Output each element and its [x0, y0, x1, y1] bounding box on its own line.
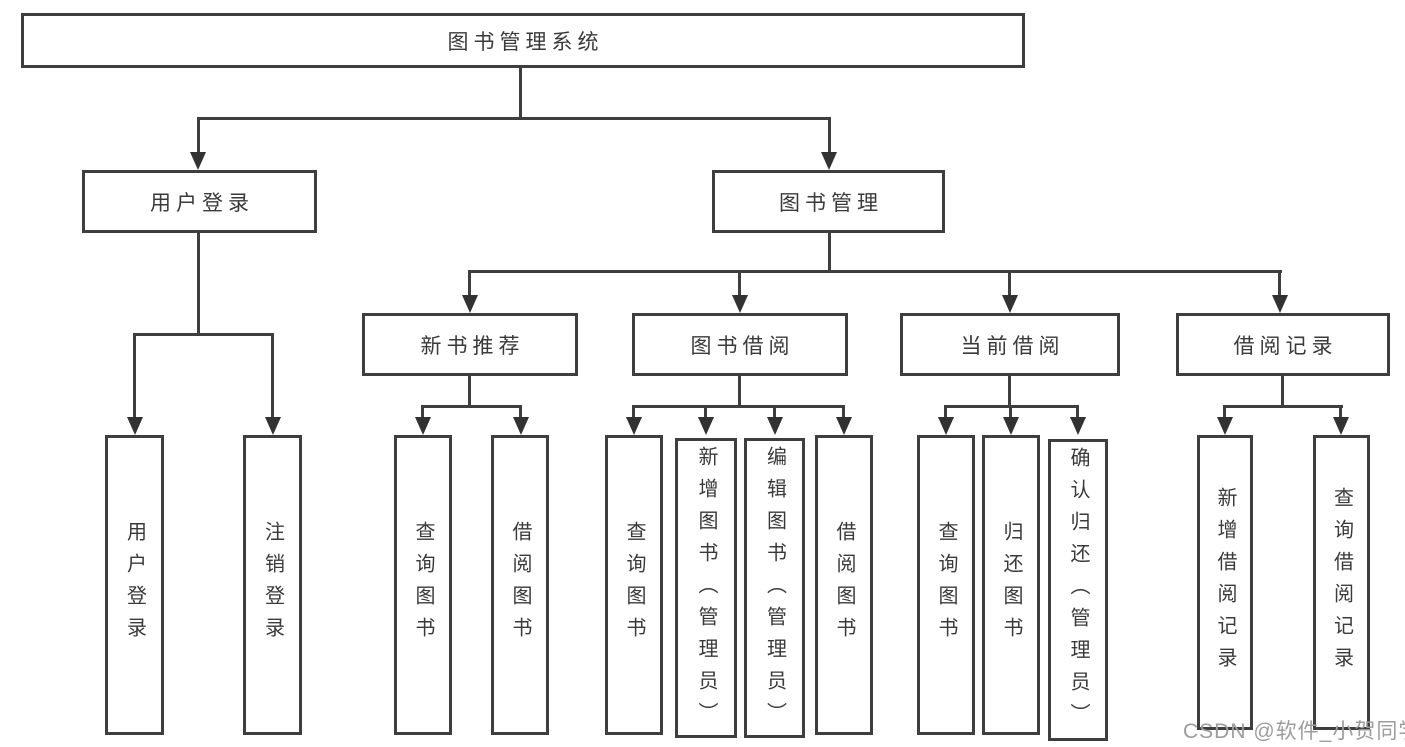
leaf-bb-borrow-book: 借阅图书	[815, 435, 873, 735]
leaf-cb-query-book: 查询图书	[917, 435, 975, 735]
connector-line	[1223, 405, 1343, 408]
connector-line	[1281, 376, 1284, 408]
arrowhead-down-icon	[626, 417, 642, 435]
arrowhead-down-icon	[1003, 417, 1019, 435]
connector-line	[1339, 405, 1342, 419]
leaf-nbr-query-book-label: 查询图书	[412, 521, 434, 649]
node-book-borrow: 图书借阅	[632, 313, 848, 376]
leaf-br-query-record: 查询借阅记录	[1313, 435, 1370, 730]
arrowhead-down-icon	[1002, 295, 1018, 313]
leaf-bb-borrow-book-label: 借阅图书	[833, 521, 855, 649]
leaf-logout-label: 注销登录	[261, 521, 284, 649]
leaf-bb-edit-book-admin-label: 编辑图书（管理员）	[763, 446, 786, 734]
leaf-bb-add-book-admin: 新增图书（管理员）	[675, 438, 737, 738]
leaf-cb-confirm-return-admin: 确认归还（管理员）	[1048, 439, 1108, 741]
connector-line	[828, 233, 831, 273]
leaf-nbr-borrow-book: 借阅图书	[491, 435, 549, 735]
connector-line	[469, 270, 1282, 273]
connector-line	[704, 405, 707, 419]
connector-line	[738, 270, 741, 297]
connector-line	[197, 117, 831, 120]
arrowhead-down-icon	[698, 417, 714, 435]
leaf-bb-edit-book-admin: 编辑图书（管理员）	[744, 438, 805, 738]
arrowhead-down-icon	[767, 417, 783, 435]
arrowhead-down-icon	[1070, 417, 1086, 435]
node-borrow-records-label: 借阅记录	[1233, 334, 1338, 358]
node-new-book-recommend-label: 新书推荐	[420, 334, 525, 358]
connector-line	[1223, 405, 1226, 419]
connector-line	[519, 405, 522, 419]
node-root: 图书管理系统	[21, 13, 1025, 68]
node-user-login: 用户登录	[82, 170, 317, 233]
leaf-user-login-label: 用户登录	[123, 521, 146, 649]
arrowhead-down-icon	[1217, 417, 1233, 435]
connector-line	[1008, 376, 1011, 408]
leaf-cb-query-book-label: 查询图书	[935, 521, 957, 649]
connector-line	[1076, 405, 1079, 419]
node-book-borrow-label: 图书借阅	[690, 334, 795, 358]
connector-line	[773, 405, 776, 419]
connector-line	[197, 117, 200, 154]
connector-line	[842, 405, 845, 419]
leaf-nbr-query-book: 查询图书	[394, 435, 452, 735]
leaf-user-login: 用户登录	[105, 435, 164, 735]
connector-line	[271, 333, 274, 419]
node-book-management: 图书管理	[712, 170, 945, 233]
arrowhead-down-icon	[1333, 417, 1349, 435]
leaf-bb-query-book-label: 查询图书	[623, 521, 645, 649]
connector-line	[1008, 270, 1011, 297]
leaf-bb-add-book-admin-label: 新增图书（管理员）	[695, 446, 717, 734]
connector-line	[519, 66, 522, 120]
arrowhead-down-icon	[1272, 295, 1288, 313]
connector-line	[133, 333, 274, 336]
leaf-cb-return-book-label: 归还图书	[1000, 521, 1022, 649]
connector-line	[1009, 405, 1012, 419]
node-new-book-recommend: 新书推荐	[362, 313, 578, 376]
connector-line	[738, 376, 741, 408]
connector-line	[468, 270, 471, 297]
connector-line	[828, 117, 831, 154]
arrowhead-down-icon	[127, 417, 143, 435]
csdn-watermark: CSDN @软件_小贺同学	[1183, 720, 1405, 743]
node-borrow-records: 借阅记录	[1176, 313, 1390, 376]
arrowhead-down-icon	[938, 417, 954, 435]
node-root-label: 图书管理系统	[447, 30, 604, 54]
leaf-nbr-borrow-book-label: 借阅图书	[509, 521, 531, 649]
arrowhead-down-icon	[462, 295, 478, 313]
arrowhead-down-icon	[265, 417, 281, 435]
arrowhead-down-icon	[513, 417, 529, 435]
arrowhead-down-icon	[190, 152, 206, 170]
node-book-management-label: 图书管理	[779, 191, 883, 215]
connector-line	[197, 233, 200, 336]
node-current-borrow: 当前借阅	[900, 313, 1120, 376]
connector-line	[944, 405, 947, 419]
leaf-bb-query-book: 查询图书	[605, 435, 663, 735]
arrowhead-down-icon	[732, 295, 748, 313]
connector-line	[421, 405, 522, 408]
leaf-br-add-record: 新增借阅记录	[1197, 435, 1253, 730]
leaf-cb-confirm-return-admin-label: 确认归还（管理员）	[1067, 447, 1089, 735]
connector-line	[633, 405, 845, 408]
connector-line	[1278, 270, 1281, 297]
node-current-borrow-label: 当前借阅	[960, 334, 1065, 358]
node-user-login-label: 用户登录	[150, 191, 254, 215]
arrowhead-down-icon	[836, 417, 852, 435]
leaf-logout: 注销登录	[243, 435, 302, 735]
arrowhead-down-icon	[415, 417, 431, 435]
leaf-br-query-record-label: 查询借阅记录	[1330, 486, 1353, 679]
connector-line	[421, 405, 424, 419]
connector-line	[632, 405, 635, 419]
connector-line	[468, 376, 471, 408]
leaf-br-add-record-label: 新增借阅记录	[1214, 486, 1236, 679]
leaf-cb-return-book: 归还图书	[982, 435, 1040, 735]
arrowhead-down-icon	[821, 152, 837, 170]
connector-line	[133, 333, 136, 419]
